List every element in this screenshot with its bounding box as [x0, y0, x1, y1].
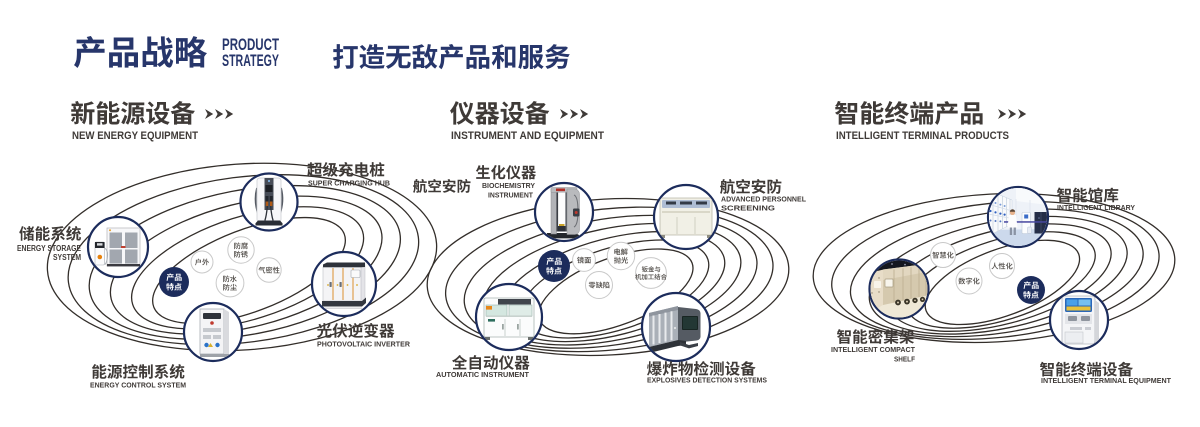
svg-text:INTELLIGENT COMPACT: INTELLIGENT COMPACT — [831, 345, 915, 354]
svg-text:PHOTOVOLTAIC INVERTER: PHOTOVOLTAIC INVERTER — [317, 340, 410, 349]
svg-text:SHELF: SHELF — [894, 355, 915, 364]
svg-text:STRATEGY: STRATEGY — [222, 51, 279, 70]
svg-text:SYSTEM: SYSTEM — [53, 253, 81, 262]
svg-text:BIOCHEMISTRY: BIOCHEMISTRY — [482, 181, 535, 190]
svg-text:INSTRUMENT: INSTRUMENT — [488, 190, 533, 199]
svg-text:SUPER CHARGING HUB: SUPER CHARGING HUB — [308, 179, 390, 188]
svg-text:INTELLIGENT LIBRARY: INTELLIGENT LIBRARY — [1057, 203, 1135, 212]
svg-text:ADVANCED PERSONNEL: ADVANCED PERSONNEL — [721, 195, 806, 204]
svg-text:INTELLIGENT TERMINAL PRODUCTS: INTELLIGENT TERMINAL PRODUCTS — [836, 130, 1009, 142]
svg-text:SCREENING: SCREENING — [721, 204, 775, 213]
svg-text:EXPLOSIVES DETECTION SYSTEMS: EXPLOSIVES DETECTION SYSTEMS — [647, 376, 767, 385]
svg-text:AUTOMATIC INSTRUMENT: AUTOMATIC INSTRUMENT — [436, 370, 529, 379]
svg-text:NEW ENERGY EQUIPMENT: NEW ENERGY EQUIPMENT — [72, 130, 198, 142]
svg-text:INSTRUMENT AND EQUIPMENT: INSTRUMENT AND EQUIPMENT — [451, 130, 604, 142]
svg-text:PRODUCT: PRODUCT — [222, 35, 279, 54]
svg-text:ENERGY STORAGE: ENERGY STORAGE — [17, 244, 82, 253]
svg-text:ENERGY CONTROL SYSTEM: ENERGY CONTROL SYSTEM — [90, 381, 186, 390]
svg-text:INTELLIGENT TERMINAL EQUIPMENT: INTELLIGENT TERMINAL EQUIPMENT — [1041, 376, 1171, 385]
